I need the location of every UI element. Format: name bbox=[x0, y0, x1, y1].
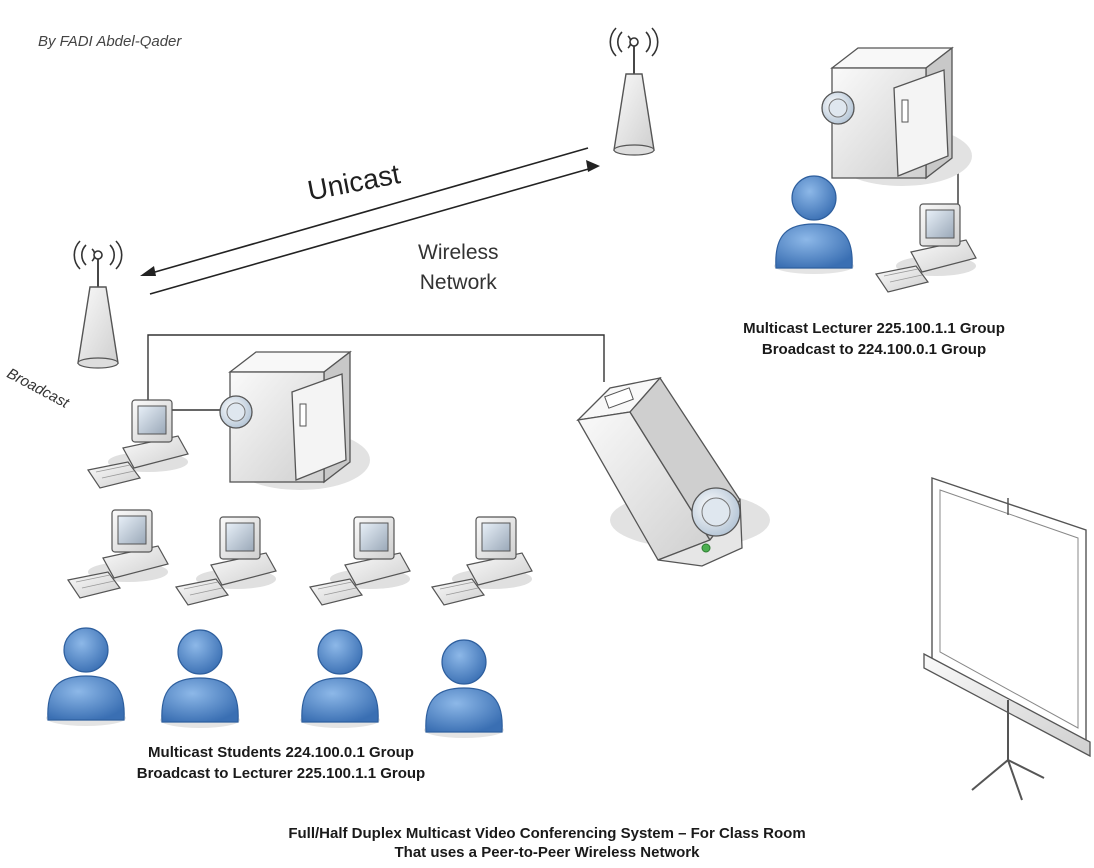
computer-icon bbox=[309, 516, 411, 606]
computer-icon bbox=[67, 509, 169, 599]
lecturer-person-icon bbox=[773, 175, 855, 275]
unicast-arrows bbox=[140, 147, 600, 295]
lecturer-group-line2: Broadcast to 224.100.0.1 Group bbox=[761, 341, 987, 358]
student-person-icon bbox=[423, 639, 505, 739]
video-camera-icon bbox=[821, 47, 973, 187]
computer-icon bbox=[87, 399, 189, 489]
student-person-icon bbox=[299, 629, 381, 729]
students-group-line2: Broadcast to Lecturer 225.100.1.1 Group bbox=[136, 765, 426, 782]
student-person-icon bbox=[159, 629, 241, 729]
caption-line2: That uses a Peer-to-Peer Wireless Networ… bbox=[394, 844, 700, 861]
caption-line1: Full/Half Duplex Multicast Video Confere… bbox=[288, 825, 806, 842]
lecturer-group-label: Multicast Lecturer 225.100.1.1 Group Bro… bbox=[684, 318, 1064, 360]
student-person-icon bbox=[45, 627, 127, 727]
students-group-line1: Multicast Students 224.100.0.1 Group bbox=[148, 744, 414, 761]
author-credit: By FADI Abdel-Qader bbox=[38, 33, 182, 50]
wireless-tower-icon bbox=[73, 240, 123, 369]
video-camera-icon bbox=[219, 351, 371, 491]
students-group-label: Multicast Students 224.100.0.1 Group Bro… bbox=[66, 742, 496, 784]
wireless-tower-icon bbox=[609, 27, 659, 156]
projection-screen-icon bbox=[923, 477, 1091, 801]
computer-icon bbox=[175, 516, 277, 606]
projector-icon bbox=[576, 376, 770, 567]
computer-icon bbox=[431, 516, 533, 606]
lecturer-group-line1: Multicast Lecturer 225.100.1.1 Group bbox=[743, 320, 1005, 337]
wireless-network-label: Wireless Network bbox=[418, 238, 499, 298]
diagram-caption: Full/Half Duplex Multicast Video Confere… bbox=[0, 824, 1094, 862]
computer-icon bbox=[875, 203, 977, 293]
wireless-label-line2: Network bbox=[419, 271, 497, 294]
classroom-link-line bbox=[147, 334, 605, 400]
wireless-label-line1: Wireless bbox=[418, 241, 499, 264]
